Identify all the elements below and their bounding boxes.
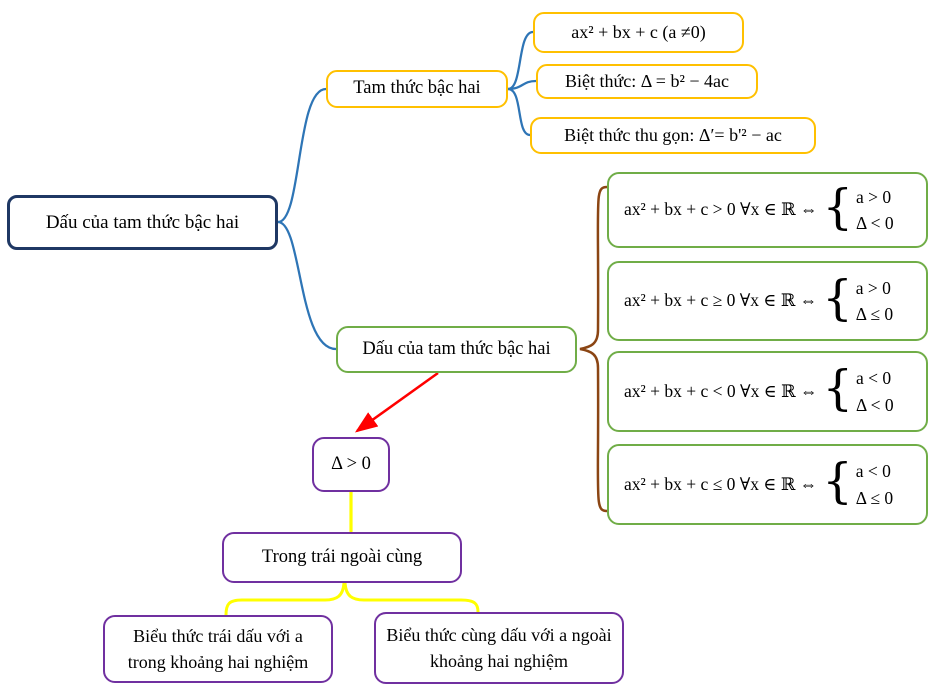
sign-case-positive-formula: ax² + bx + c > 0 ∀x ∈ ℝ ⇔ [624, 199, 818, 220]
condition-line: Δ ≤ 0 [855, 304, 894, 324]
sign-case-negative-formula: ax² + bx + c < 0 ∀x ∈ ℝ ⇔ [624, 380, 818, 401]
connector-root-to-definition [276, 87, 328, 224]
definition-leaf-formula: ax² + bx + c (a ≠0) [533, 12, 744, 53]
connector-rule-to-leaf-right [343, 581, 480, 614]
sign-case-nonnegative-conditions: a > 0 Δ ≤ 0 [856, 275, 893, 328]
condition-line: a < 0 [856, 368, 892, 389]
sign-case-positive: ax² + bx + c > 0 ∀x ∈ ℝ ⇔ { a > 0 Δ < 0 [607, 172, 928, 248]
definition-node-label: Tam thức bậc hai [353, 78, 481, 99]
condition-line: a > 0 [855, 277, 891, 298]
root-node-label: Dấu của tam thức bậc hai [45, 211, 240, 233]
condition-line: a < 0 [855, 461, 891, 482]
sign-node: Dấu của tam thức bậc hai [336, 326, 577, 373]
condition-line: a > 0 [856, 186, 892, 207]
definition-leaf-discriminant: Biệt thức: Δ = b² − 4ac [536, 64, 758, 99]
definition-leaf-reduced-discriminant: Biệt thức thu gọn: Δ′= b'² − ac [530, 117, 816, 154]
sign-case-nonpositive-conditions: a < 0 Δ ≤ 0 [856, 458, 893, 511]
condition-line: Δ < 0 [856, 213, 894, 233]
case-brace-icon: { [822, 178, 853, 235]
connector-rule-to-leaf-left [224, 581, 346, 617]
sign-case-positive-conditions: a > 0 Δ < 0 [856, 184, 894, 237]
sign-node-label: Dấu của tam thức bậc hai [362, 338, 551, 359]
sign-case-nonnegative-formula: ax² + bx + c ≥ 0 ∀x ∈ ℝ ⇔ [624, 290, 818, 311]
red-arrow [354, 371, 439, 433]
sign-case-negative: ax² + bx + c < 0 ∀x ∈ ℝ ⇔ { a < 0 Δ < 0 [607, 351, 928, 432]
rule-leaf-inside-interval: Biểu thức trái dấu với a trong khoảng ha… [103, 615, 333, 683]
delta-positive-label: Δ > 0 [331, 453, 371, 474]
rule-leaf-outside-interval-text: Biểu thức cùng dấu với a ngoài khoảng ha… [386, 624, 612, 671]
connector-root-to-sign [276, 220, 338, 351]
connector-definition-to-leaf-1 [506, 79, 538, 91]
delta-positive-node: Δ > 0 [312, 437, 390, 492]
sign-case-nonpositive-formula: ax² + bx + c ≤ 0 ∀x ∈ ℝ ⇔ [624, 473, 818, 494]
rule-leaf-inside-interval-text: Biểu thức trái dấu với a trong khoảng ha… [127, 625, 309, 672]
definition-leaf-formula-text: ax² + bx + c (a ≠0) [571, 22, 706, 43]
condition-line: Δ < 0 [856, 394, 894, 415]
definition-leaf-reduced-discriminant-text: Biệt thức thu gọn: Δ′= b'² − ac [564, 125, 782, 146]
rule-node-label: Trong trái ngoài cùng [261, 546, 423, 567]
sign-case-nonnegative: ax² + bx + c ≥ 0 ∀x ∈ ℝ ⇔ { a > 0 Δ ≤ 0 [607, 261, 928, 341]
condition-line: Δ ≤ 0 [855, 487, 894, 508]
case-brace-icon: { [822, 360, 853, 417]
sign-case-nonpositive: ax² + bx + c ≤ 0 ∀x ∈ ℝ ⇔ { a < 0 Δ ≤ 0 [607, 444, 928, 525]
brace-sign-cases-icon [579, 185, 609, 513]
case-brace-icon: { [822, 453, 853, 510]
root-node: Dấu của tam thức bậc hai [7, 195, 278, 250]
definition-leaf-discriminant-text: Biệt thức: Δ = b² − 4ac [564, 71, 729, 92]
connector-definition-to-leaf-0 [506, 30, 535, 91]
rule-node: Trong trái ngoài cùng [222, 532, 462, 583]
definition-node: Tam thức bậc hai [326, 70, 508, 108]
connector-definition-to-leaf-2 [506, 87, 532, 137]
rule-leaf-outside-interval: Biểu thức cùng dấu với a ngoài khoảng ha… [374, 612, 624, 684]
sign-case-negative-conditions: a < 0 Δ < 0 [856, 365, 894, 418]
case-brace-icon: { [822, 269, 853, 326]
